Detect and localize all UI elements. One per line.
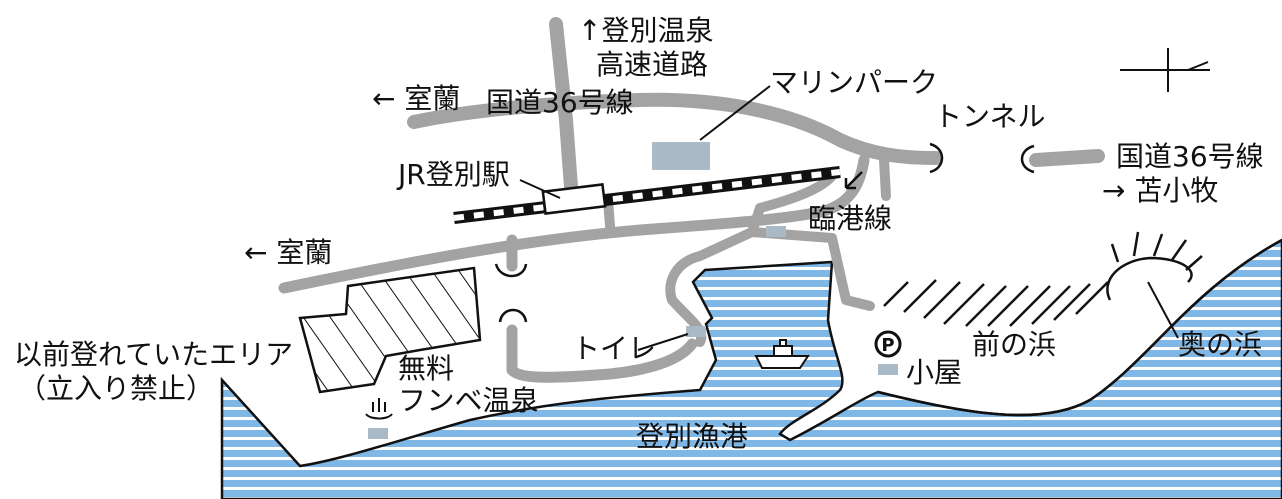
coastline-east [877,238,1282,417]
tunnel-mark-2 [498,308,528,323]
label-free: 無料 [398,352,454,385]
label-fishing-port: 登別漁港 [636,420,748,453]
railway [453,166,841,224]
label-muroran-mid: ← 室蘭 [244,236,332,269]
cliff-rays [1110,231,1203,271]
label-marine-park: マリンパーク [770,66,938,99]
route36-west [407,92,943,165]
label-toilet: トイレ [572,332,656,365]
oku-bay-outline [1106,256,1193,301]
leader-lines [519,85,1179,351]
parking-label: P [881,335,894,356]
tunnel-east-icon [1020,144,1035,174]
arrow-down-left-icon [844,171,863,190]
label-muroran-top: ← 室蘭 [372,82,460,115]
beach-hatch [883,279,1109,327]
restricted-area [298,266,482,394]
hut-building[interactable] [878,364,898,375]
roads [278,17,1105,383]
marine-park-building[interactable] [652,142,710,170]
label-expressway: 高速道路 [596,48,708,81]
label-funbe-onsen: フンベ温泉 [398,384,539,417]
label-old-area-1: 以前登れていたエリア [14,338,293,371]
tunnel-west-icon [929,142,944,174]
facility-marker [766,226,786,237]
coastal-road [278,154,870,294]
label-mae-beach: 前の浜 [972,328,1056,361]
label-oku-beach: 奥の浜 [1178,328,1262,361]
boat-icon [754,339,810,369]
harbor-east-road [747,227,875,311]
expressway-road [549,17,579,207]
rinko-road [665,171,837,347]
label-noboribetsu-onsen: ↑登別温泉 [578,14,713,47]
hut-road [879,155,891,201]
jr-station-building [541,183,607,215]
parking-icon[interactable]: P [874,330,902,358]
north-arrow-icon [1120,48,1210,92]
tunnel-mark-1 [494,263,528,278]
label-tomakomai: → 苫小牧 [1102,174,1218,207]
toilet-building[interactable] [686,326,706,337]
label-hut: 小屋 [906,356,962,389]
label-route36-right: 国道36号線 [1116,140,1264,173]
label-jr-station: JR登別駅 [396,158,510,191]
label-old-area-2: （立入り禁止） [18,372,214,405]
hot-spring-icon [365,398,393,420]
label-rinko-line: 臨港線 [808,202,892,235]
route36-east [1029,149,1105,167]
onsen-building[interactable] [368,428,388,439]
toilet-loop [506,324,698,383]
label-tunnel: トンネル [934,100,1045,133]
label-route36-left: 国道36号線 [486,86,634,119]
